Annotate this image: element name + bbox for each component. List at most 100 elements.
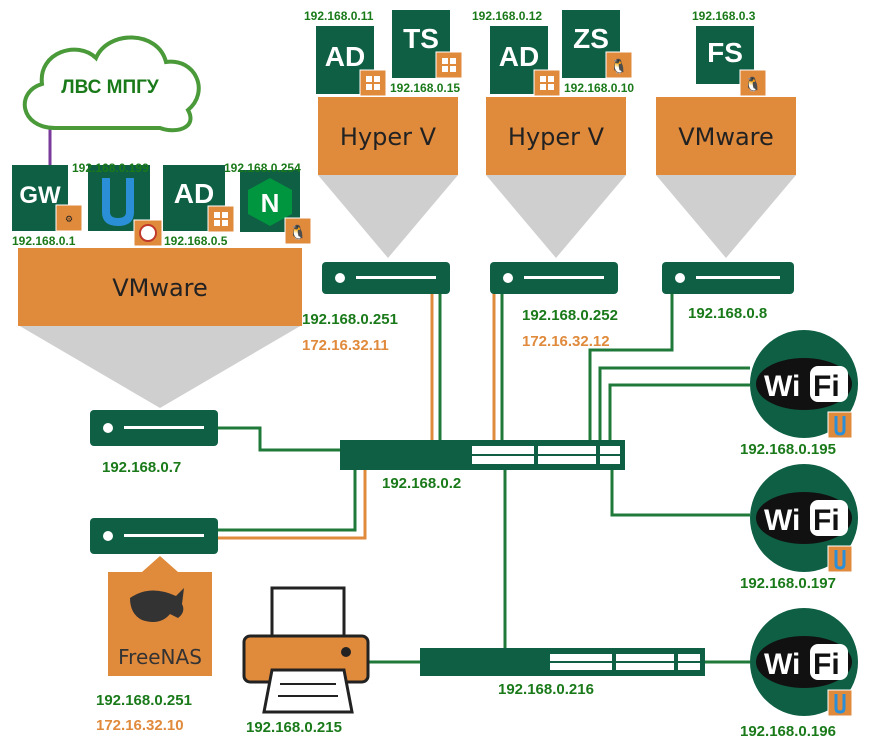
ip-nginx: 192.168.0.254 <box>224 161 301 175</box>
freenas-label: FreeNAS <box>118 645 202 669</box>
switch-second: 192.168.0.216 <box>420 648 705 698</box>
cable-freenas-switch-orange <box>218 470 367 540</box>
ip-server-vmware-fs: 192.168.0.8 <box>688 305 767 322</box>
wifi-ap-3: Wi Fi 192.168.0.196 <box>740 608 858 740</box>
vmware-fs-cone <box>656 175 796 258</box>
printer-led <box>341 647 351 657</box>
ip-switch-main: 192.168.0.2 <box>382 475 461 492</box>
windows-icon-glyph <box>540 76 554 90</box>
ip-hv1-ts: 192.168.0.15 <box>390 81 460 95</box>
server-hyperv2 <box>490 262 618 294</box>
windows-icon <box>533 69 561 97</box>
wifi-ap-1: Wi Fi 192.168.0.195 <box>740 330 858 458</box>
tile-hv1-ts-label: TS <box>403 23 439 54</box>
tile-hv2-ad-label: AD <box>499 41 539 72</box>
linux-icon-glyph: 🐧 <box>289 224 306 241</box>
windows-icon <box>359 69 387 97</box>
ip-wifi-2: 192.168.0.197 <box>740 575 836 592</box>
cloud-label: ЛВС МПГУ <box>61 77 159 98</box>
router-badge-circle <box>139 224 157 242</box>
ip-gw: 192.168.0.1 <box>12 234 76 248</box>
ip-wifi-1: 192.168.0.195 <box>740 441 836 458</box>
ubiquiti-unifi-icon <box>102 178 134 226</box>
tile-hv2-zs-label: ZS <box>573 23 609 54</box>
printer-paper-out <box>262 668 354 714</box>
cable-wifi1 <box>598 366 750 440</box>
ip-ad-main: 192.168.0.5 <box>164 234 228 248</box>
hyperv2-group: Hyper V AD ZS 🐧 192.168.0.12 192.168.0.1… <box>472 9 634 350</box>
vmware-main-cone <box>18 325 302 408</box>
wifi-3-logo-right: Fi <box>813 648 840 681</box>
ip-server-hyperv2-b: 172.16.32.12 <box>522 333 610 350</box>
cable-vmware-main-switch <box>218 426 340 452</box>
linux-icon-glyph: 🐧 <box>610 58 627 75</box>
ip-hv2-zs: 192.168.0.10 <box>564 81 634 95</box>
freenas-group: FreeNAS 192.168.0.251 172.16.32.10 <box>90 518 218 734</box>
wifi-2-logo-right: Fi <box>813 504 840 537</box>
ip-server-hyperv2-a: 192.168.0.252 <box>522 307 618 324</box>
server-vmware-fs <box>662 262 794 294</box>
freenas-shark-icon <box>130 588 184 622</box>
windows-icon-glyph <box>366 76 380 90</box>
switch-main-ports <box>472 446 620 464</box>
wifi-1-logo-left: Wi <box>764 370 800 403</box>
hyperv2-label: Hyper V <box>508 123 605 151</box>
ip-freenas-b: 172.16.32.10 <box>96 717 184 734</box>
ip-switch-second: 192.168.0.216 <box>498 681 594 698</box>
windows-icon-glyph <box>214 212 228 226</box>
linux-icon <box>605 51 633 79</box>
vmware-fs-label: VMware <box>678 123 774 151</box>
vmware-main-group: VMware GW ⚙ AD N 🐧 192.168.0.1 192.168.0… <box>12 161 312 476</box>
printer-paper-top <box>270 586 346 640</box>
windows-icon <box>207 205 235 233</box>
wifi-ap-2: Wi Fi 192.168.0.197 <box>740 464 858 592</box>
switch-second-ports <box>550 654 700 670</box>
hyperv1-group: Hyper V AD TS 192.168.0.11 192.168.0.15 … <box>302 9 463 354</box>
cables <box>48 128 750 664</box>
hyperv1-box <box>318 97 458 175</box>
tile-fs-label: FS <box>707 37 743 68</box>
printer-group: 192.168.0.215 <box>242 586 370 736</box>
hyperv2-cone <box>486 175 626 258</box>
wifi-1-logo-right: Fi <box>813 370 840 403</box>
switch-main: 192.168.0.2 <box>340 440 625 492</box>
cloud-shape <box>22 35 201 133</box>
windows-icon <box>435 51 463 79</box>
ip-unifi: 192.168.0.199 <box>72 161 149 175</box>
vmware-fs-group: VMware FS 🐧 192.168.0.3 192.168.0.8 <box>656 9 796 322</box>
ubiquiti-badge-icon <box>827 411 853 439</box>
tile-hv1-ad-label: AD <box>325 41 365 72</box>
wifi-3-logo-left: Wi <box>764 648 800 681</box>
ip-printer: 192.168.0.215 <box>246 719 342 736</box>
vmware-main-label: VMware <box>112 274 208 302</box>
ip-server-vmware-main: 192.168.0.7 <box>102 459 181 476</box>
nginx-icon <box>248 178 292 226</box>
ip-hv2-ad: 192.168.0.12 <box>472 9 542 23</box>
ip-fs: 192.168.0.3 <box>692 9 756 23</box>
linux-icon <box>284 217 312 245</box>
tile-gw-label: GW <box>19 182 61 209</box>
ip-hv1-ad: 192.168.0.11 <box>304 9 374 23</box>
server-hyperv1 <box>322 262 450 294</box>
vmware-main-box <box>18 248 302 326</box>
tile-nginx-label: N <box>261 188 280 218</box>
ip-freenas-a: 192.168.0.251 <box>96 692 192 709</box>
linux-icon <box>739 69 767 97</box>
ip-server-hyperv1-a: 192.168.0.251 <box>302 311 398 328</box>
wifi-2-logo-left: Wi <box>764 504 800 537</box>
hyperv1-label: Hyper V <box>340 123 437 151</box>
tile-ad-main-label: AD <box>174 178 214 209</box>
server-freenas <box>90 518 218 554</box>
ip-wifi-3: 192.168.0.196 <box>740 723 836 740</box>
cable-freenas-switch-green <box>218 470 357 532</box>
cable-wifi2 <box>610 470 750 517</box>
cable-fs-switch <box>588 290 674 440</box>
ip-server-hyperv1-b: 172.16.32.11 <box>302 337 389 354</box>
cloud-lan: ЛВС МПГУ <box>22 35 201 133</box>
server-vmware-main <box>90 410 218 446</box>
hyperv1-cone <box>318 175 458 258</box>
windows-icon-glyph <box>442 58 456 72</box>
hyperv2-box <box>486 97 626 175</box>
